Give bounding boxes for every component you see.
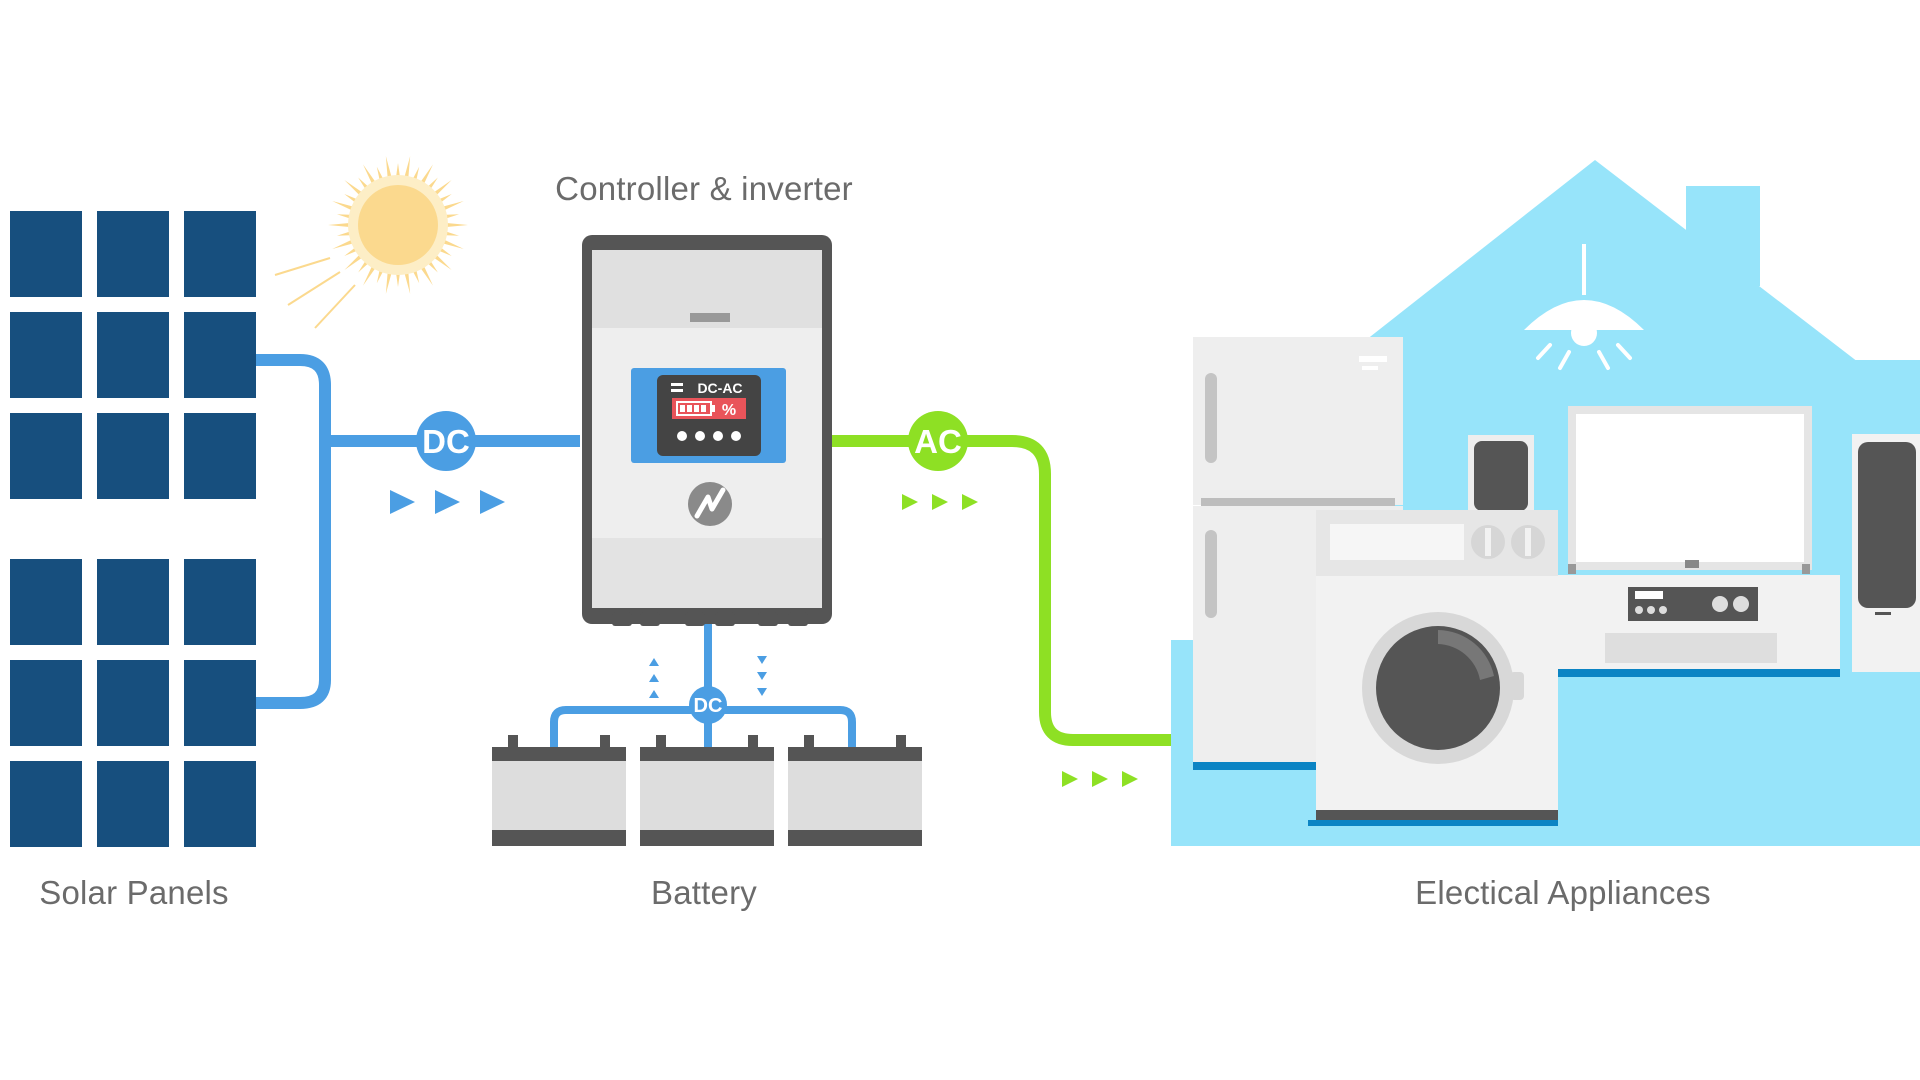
- ac-badge-main: AC: [908, 411, 968, 471]
- battery-discharge-arrows-icon: [757, 656, 767, 696]
- sun-ray: [344, 252, 365, 270]
- sun-ray: [403, 269, 411, 294]
- tv-icon: [1568, 406, 1812, 574]
- solar-panels: [10, 211, 256, 847]
- batteries: [492, 735, 922, 846]
- inverter-logo-icon: [688, 482, 732, 526]
- ac-flow-arrows-icon: [902, 494, 978, 510]
- dc-flow-arrows-icon: [390, 490, 505, 514]
- dc-badge-main: DC: [416, 411, 476, 471]
- sun-ray: [328, 222, 353, 228]
- solar-panel-upper: [10, 211, 256, 499]
- sun-ray: [344, 180, 365, 198]
- sun-ray: [431, 252, 452, 270]
- solar-panels-label: Solar Panels: [39, 874, 229, 911]
- inverter-mode-text: DC-AC: [697, 380, 742, 396]
- sun-icon: [274, 156, 468, 329]
- battery-level-icon: [676, 401, 715, 416]
- ac-wire: [832, 435, 1171, 746]
- sun-ray: [403, 156, 411, 181]
- sun-ray: [419, 164, 433, 187]
- speaker-right-icon: [1852, 434, 1920, 672]
- ac-badge-main-text: AC: [914, 423, 962, 460]
- battery-charge-arrows-icon: [649, 658, 659, 698]
- sun-ray: [443, 222, 468, 228]
- cable-glands-icon: [612, 612, 808, 626]
- ceiling-lamp-icon: [1524, 244, 1644, 370]
- house-chimney: [1686, 186, 1760, 286]
- sun-ray: [440, 201, 464, 212]
- inverter-unit-text: %: [722, 402, 736, 419]
- controller-inverter: DC-AC %: [582, 235, 832, 626]
- sun-ray: [363, 164, 377, 187]
- tv-stand-icon: [1558, 575, 1840, 677]
- house-roof: [1338, 160, 1858, 362]
- washing-machine-icon: [1308, 510, 1558, 826]
- solar-panel-lower: [10, 559, 256, 847]
- sun-ray: [440, 238, 464, 249]
- dc-wire-battery: [550, 622, 856, 747]
- battery-2-icon: [640, 735, 774, 846]
- electrical-appliances-label: Electical Appliances: [1415, 874, 1711, 911]
- menu-lines-icon: [671, 383, 683, 392]
- dc-wire-solar: [256, 354, 580, 709]
- sun-ray: [332, 201, 356, 212]
- sun-ray: [385, 156, 393, 181]
- sun-ray: [385, 269, 393, 294]
- ac-flow-arrows-lower-icon: [1062, 771, 1138, 787]
- battery-1-icon: [492, 735, 626, 846]
- sun-ray: [363, 263, 377, 286]
- dc-badge-main-text: DC: [422, 423, 470, 460]
- sun-ray: [431, 180, 452, 198]
- indicator-lights-icon: [677, 431, 741, 441]
- controller-inverter-label: Controller & inverter: [555, 170, 853, 207]
- dc-badge-battery: DC: [689, 686, 727, 724]
- sun-ray: [332, 238, 356, 249]
- battery-3-icon: [788, 735, 922, 846]
- battery-label: Battery: [651, 874, 757, 911]
- sun-ray: [419, 263, 433, 286]
- dc-badge-battery-text: DC: [694, 695, 723, 717]
